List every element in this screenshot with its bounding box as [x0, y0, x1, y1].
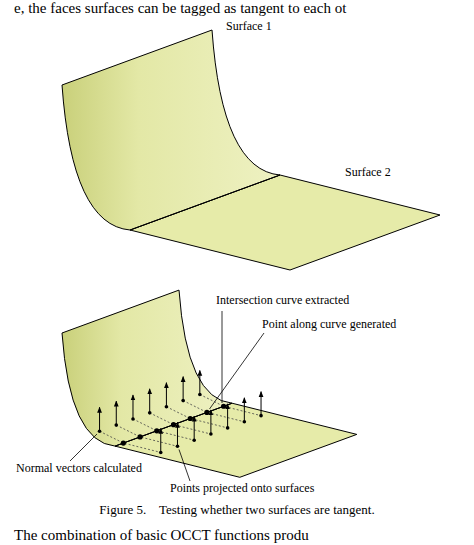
upper-figure — [62, 30, 440, 270]
surface-label: Surface 2 — [345, 166, 391, 180]
surface-label: Surface 1 — [226, 20, 272, 34]
curve-point — [121, 440, 126, 445]
curve-point — [154, 428, 159, 433]
normal-vector — [149, 389, 150, 413]
projection-line — [116, 425, 177, 446]
projected-point — [181, 399, 185, 403]
normal-vector — [227, 404, 228, 428]
projection-line — [166, 407, 227, 428]
projected-point — [243, 420, 247, 424]
curve-point — [171, 422, 176, 427]
curve-point — [221, 404, 226, 409]
projected-point — [148, 411, 152, 415]
leader-line — [222, 311, 223, 403]
callout-label: Point along curve generated — [262, 318, 396, 332]
projection-line — [133, 419, 194, 440]
projected-point — [165, 405, 169, 409]
curved-surface — [62, 290, 232, 446]
normal-vector — [160, 428, 161, 452]
figure-caption: Figure 5. Testing whether two surfaces a… — [99, 503, 374, 518]
normal-vector — [261, 392, 262, 416]
normal-vector — [244, 398, 245, 422]
curve-point — [137, 434, 142, 439]
normal-vector — [210, 410, 211, 434]
leader-line — [210, 333, 265, 409]
normal-vector — [132, 395, 133, 419]
projected-point — [131, 417, 135, 421]
projected-point — [198, 393, 202, 397]
normal-vector — [177, 422, 178, 446]
callout-label: Points projected onto surfaces — [170, 482, 314, 496]
projected-point — [98, 429, 102, 433]
projected-point — [159, 451, 163, 455]
normal-vector — [116, 401, 117, 425]
normal-vector — [183, 377, 184, 401]
projected-point — [226, 426, 230, 430]
projection-line — [150, 413, 211, 434]
curve-point — [204, 410, 209, 415]
curve-point — [188, 416, 193, 421]
body-text: e, the faces surfaces can be tagged as t… — [14, 0, 346, 17]
tangent-edge — [130, 175, 280, 230]
projected-point — [176, 445, 180, 449]
projected-point — [259, 414, 263, 418]
projection-line — [100, 431, 161, 452]
projected-point — [192, 438, 196, 442]
callout-label: Normal vectors calculated — [16, 462, 142, 476]
normal-vector — [199, 370, 200, 394]
normal-vector — [194, 416, 195, 440]
body-text: The combination of basic OCCT functions … — [14, 527, 309, 544]
normal-vector — [166, 383, 167, 407]
callout-label: Intersection curve extracted — [216, 294, 349, 308]
projected-point — [114, 423, 118, 427]
normal-vector — [99, 407, 100, 431]
projected-point — [209, 432, 213, 436]
leader-line — [70, 434, 97, 461]
leader-line — [179, 450, 190, 482]
sample-points — [98, 370, 263, 454]
curved-surface — [62, 30, 280, 230]
projection-line — [200, 394, 261, 415]
